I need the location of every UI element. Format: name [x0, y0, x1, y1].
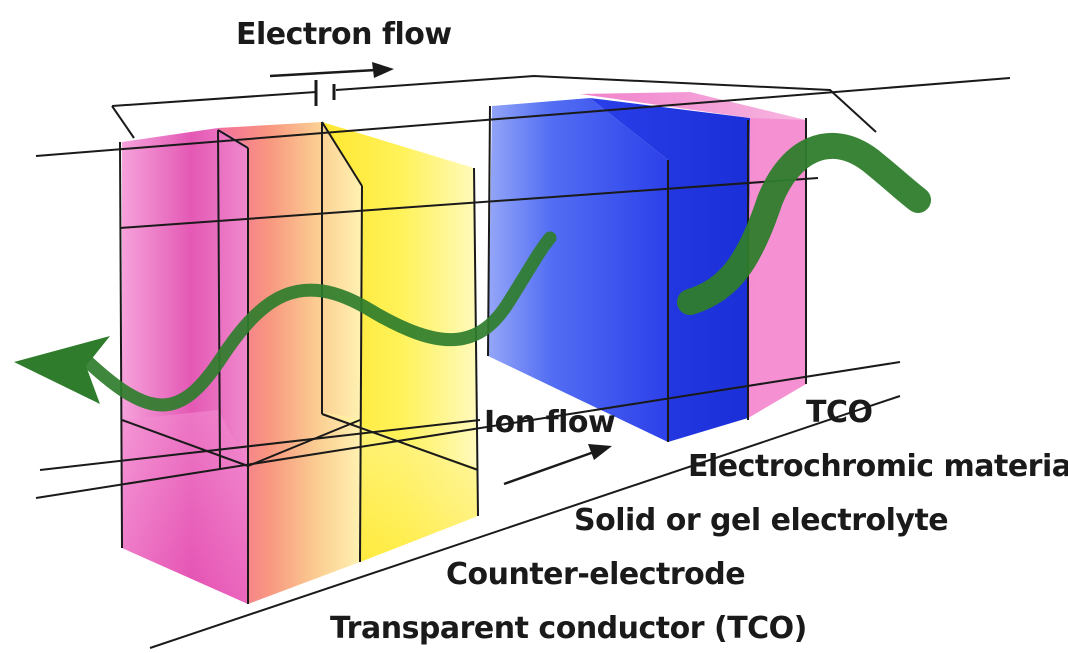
tco-label: TCO — [806, 395, 872, 430]
electrochromic-layer — [590, 98, 750, 442]
electron-flow-label: Electron flow — [236, 17, 452, 52]
battery-icon — [314, 80, 336, 106]
electron-flow-arrow-icon — [269, 62, 394, 78]
light-wave-arrowhead-icon — [14, 336, 110, 404]
counter-electrode-back-face — [218, 122, 362, 604]
transparent-conductor-bottom-face — [122, 410, 248, 604]
counter-electrode-label: Counter-electrode — [446, 557, 745, 592]
electrolyte-label: Solid or gel electrolyte — [574, 503, 948, 538]
electrochromic-back-face — [488, 98, 668, 442]
outline-lines — [35, 74, 1011, 649]
ion-flow-arrow-icon — [503, 444, 612, 486]
layer-stack — [122, 92, 806, 604]
light-wave-path — [79, 231, 557, 412]
light-wave — [14, 132, 931, 412]
transparent-conductor-label: Transparent conductor (TCO) — [330, 611, 807, 646]
electrochromic-material-label: Electrochromic material — [688, 449, 1068, 484]
light-wave-path-right — [677, 132, 931, 315]
ion-flow-label: Ion flow — [484, 405, 615, 440]
